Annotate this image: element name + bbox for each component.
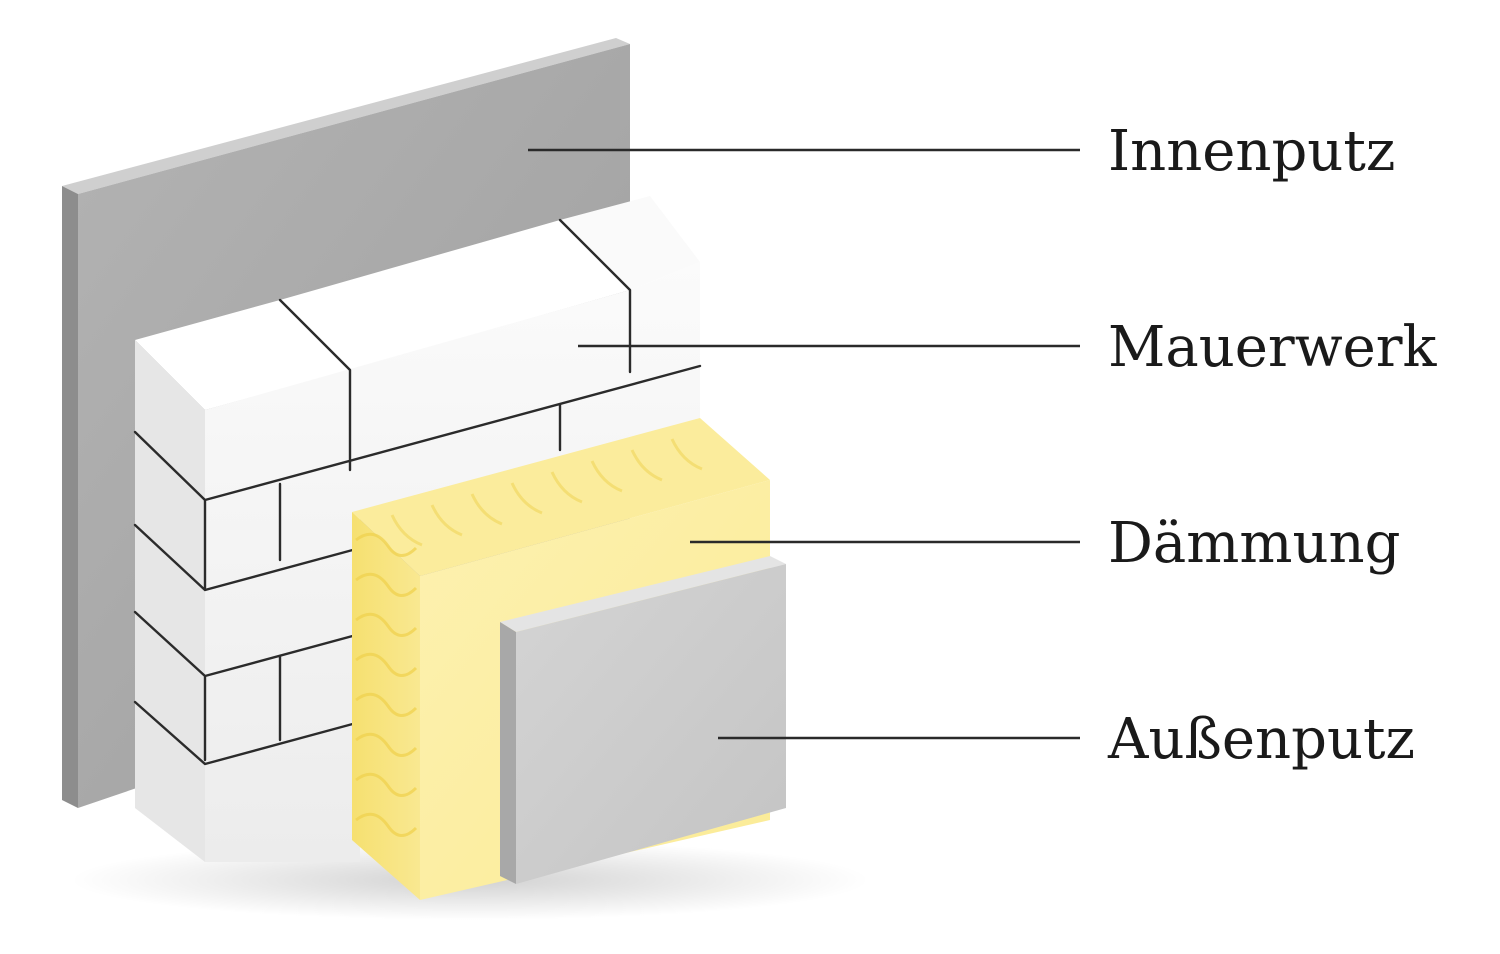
- masonry-front-face: [205, 262, 700, 862]
- inner-plaster-side-face: [62, 186, 78, 808]
- label-mauerwerk: Mauerwerk: [1108, 315, 1438, 380]
- masonry-top-face-back: [560, 196, 700, 290]
- outer-plaster-front-face: [516, 564, 786, 884]
- outer-plaster-layer: [500, 556, 786, 884]
- outer-plaster-side-face: [500, 622, 516, 884]
- insulation-top-texture: [390, 438, 703, 547]
- insulation-side-face: [352, 512, 420, 900]
- inner-plaster-top-face: [62, 38, 630, 194]
- label-daemmung: Dämmung: [1108, 511, 1400, 576]
- insulation-fibre-texture: [355, 532, 418, 837]
- masonry-side-face: [135, 340, 205, 862]
- label-aussenputz: Außenputz: [1107, 707, 1415, 772]
- masonry-top-face-left: [135, 300, 350, 410]
- masonry-layer: [133, 196, 702, 862]
- masonry-top-face-right: [280, 220, 630, 370]
- insulation-top-face: [352, 418, 770, 576]
- outer-plaster-top-face: [500, 556, 786, 632]
- masonry-mortar-joints: [133, 218, 702, 766]
- label-innenputz: Innenputz: [1108, 119, 1395, 184]
